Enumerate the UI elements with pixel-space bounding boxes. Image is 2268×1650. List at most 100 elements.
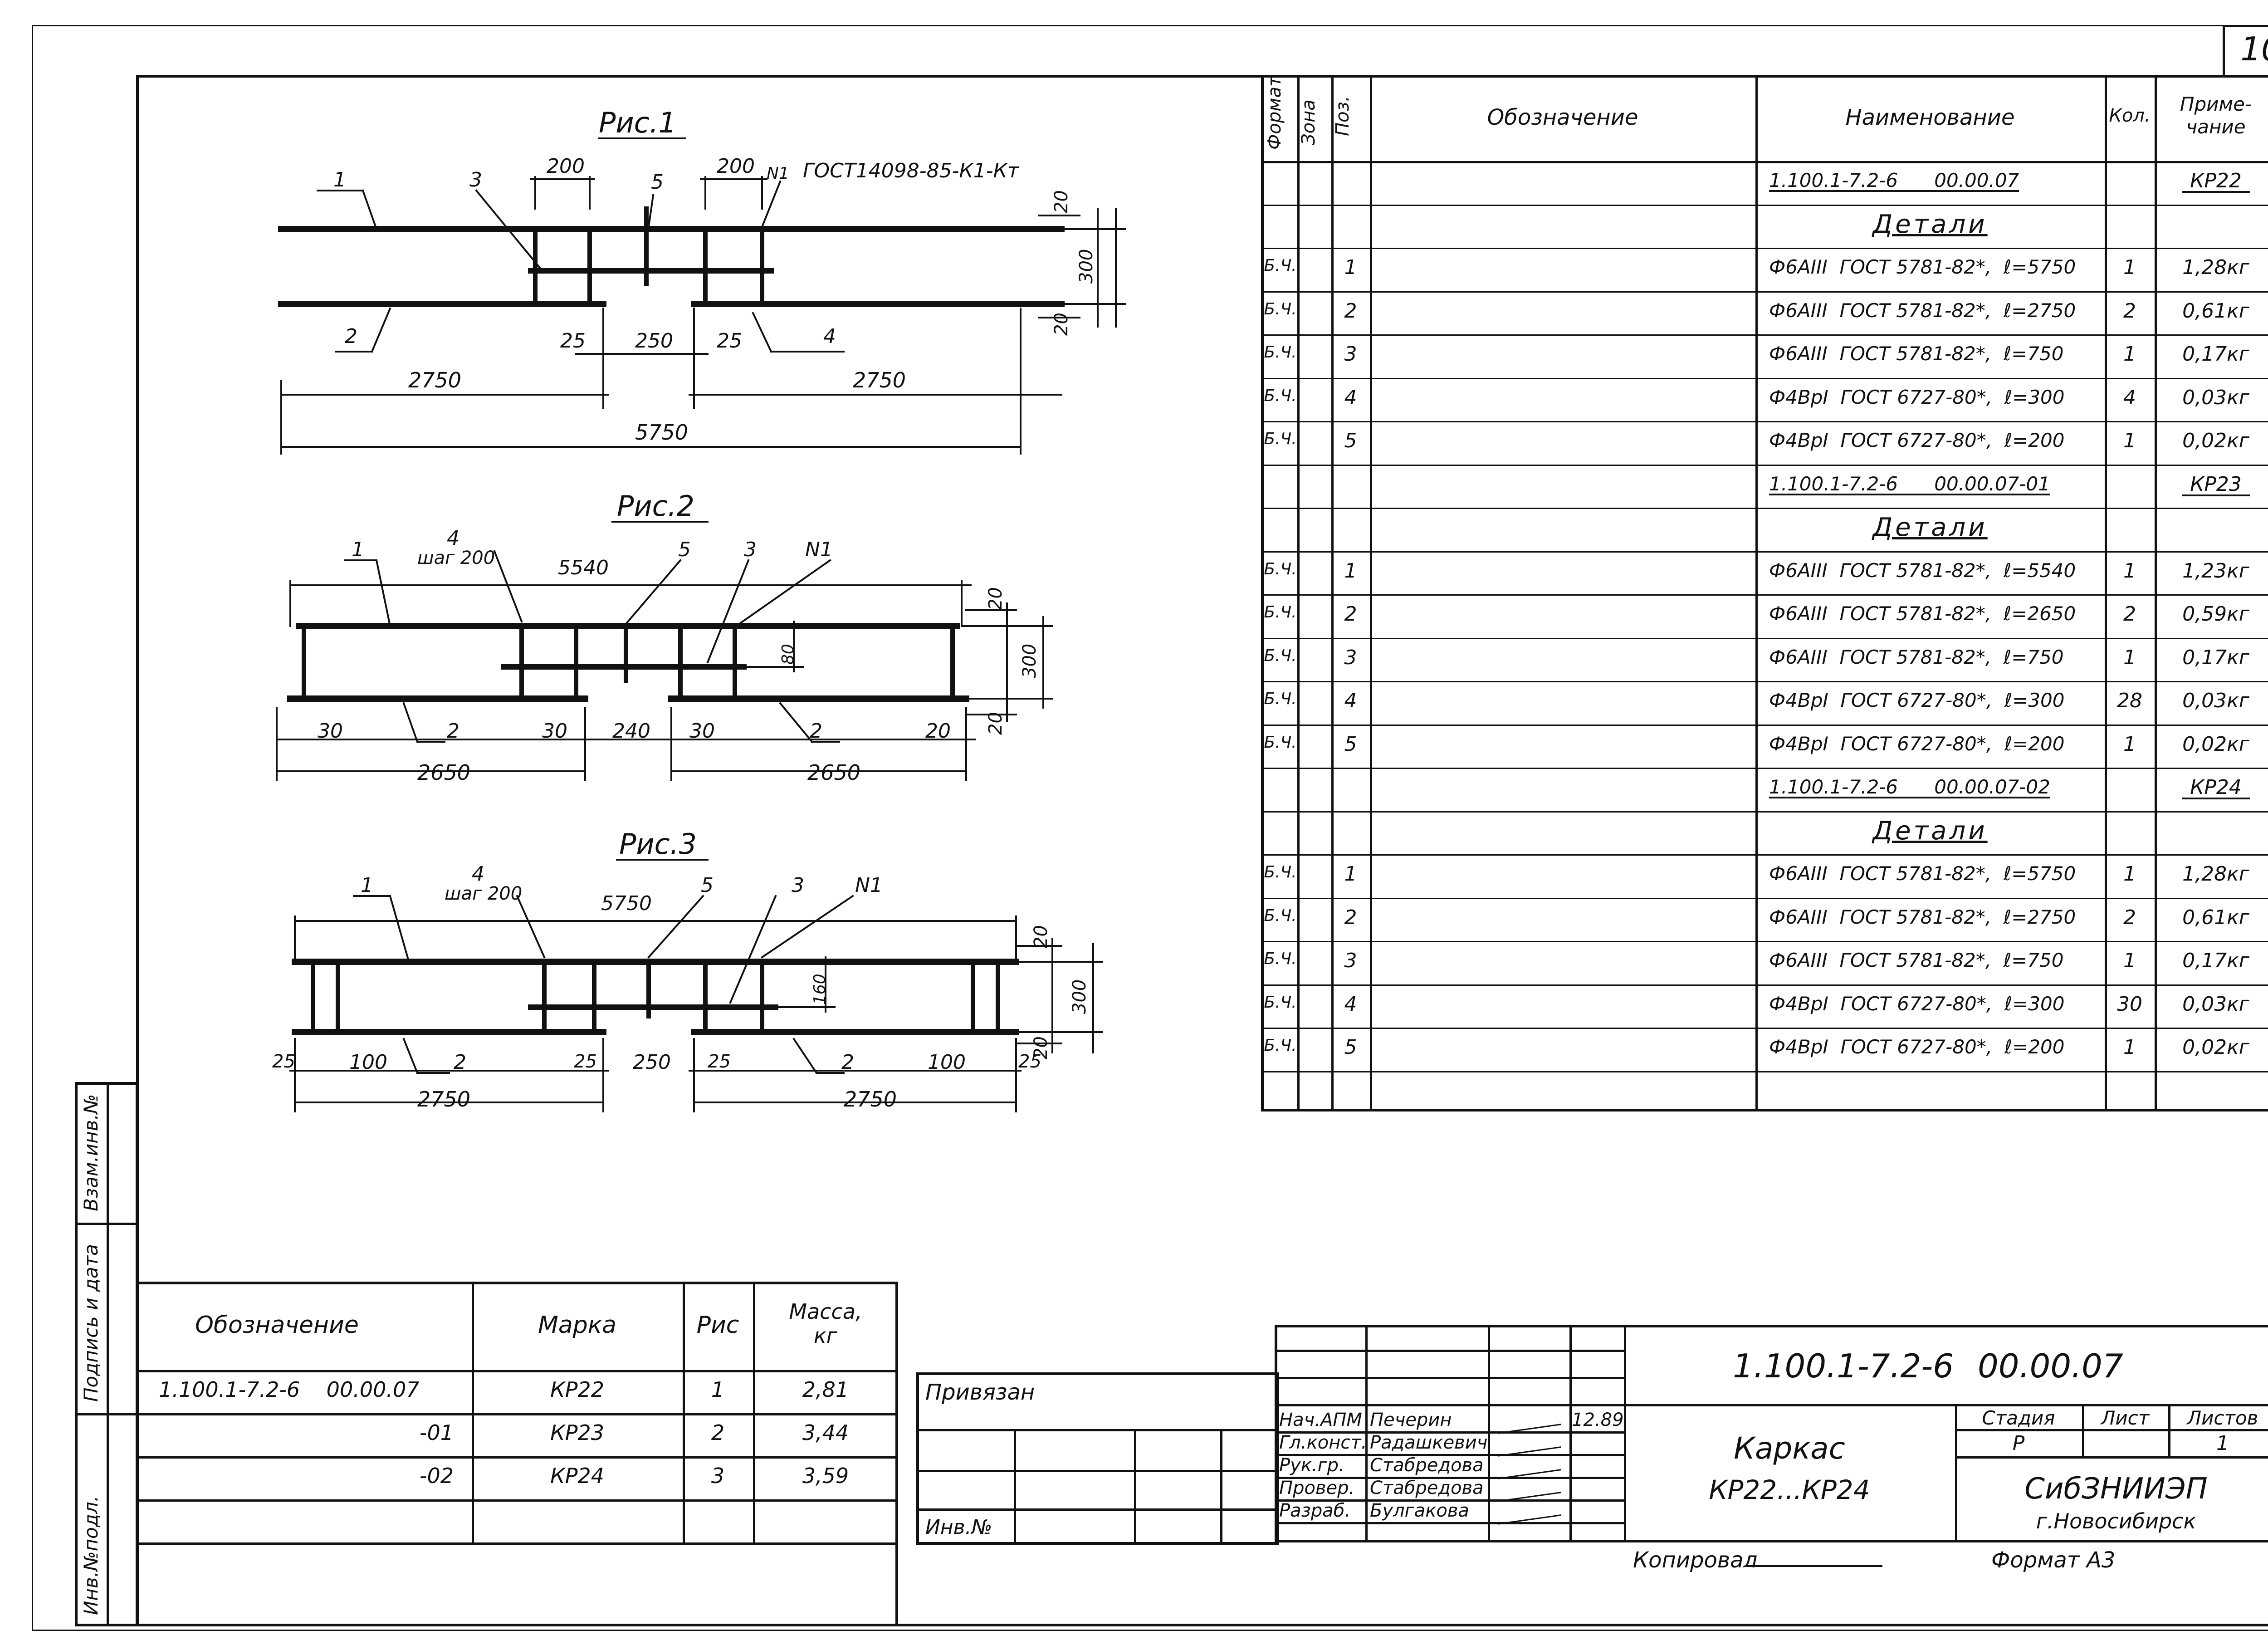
fig1-dim-200b: 200: [717, 155, 755, 178]
fig1-callout-5: 5: [651, 171, 664, 194]
fig1-len-total: 5750: [635, 420, 689, 445]
spec-row-name: Ф4ВрI ГОСТ 6727-80*, ℓ=200: [1769, 732, 2065, 755]
spec-row-pos: 4: [1344, 992, 1357, 1016]
title-role-name: Стабредова: [1370, 1455, 1484, 1476]
spec-row-qty: 1: [2123, 862, 2136, 886]
spec-row-qty: 2: [2123, 299, 2136, 323]
fig2-dim-30b: 30: [542, 720, 567, 743]
fig3-len-left: 2750: [417, 1087, 471, 1111]
spec-row-format: Б.Ч.: [1264, 906, 1297, 925]
spec-header-note: Приме- чание: [2180, 93, 2252, 138]
spec-row-name: Ф4ВрI ГОСТ 6727-80*, ℓ=200: [1769, 1036, 2065, 1058]
fig1-dim-25b: 25: [717, 329, 742, 353]
title-copied-label: Копировал: [1633, 1547, 1758, 1573]
spec-row-name: Ф4ВрI ГОСТ 6727-80*, ℓ=300: [1769, 386, 2065, 408]
fig3-callout-n1: N1: [855, 874, 883, 897]
spec-row-format: Б.Ч.: [1264, 430, 1297, 448]
fig2-callout-n1: N1: [805, 538, 833, 561]
fig1-callout-4: 4: [823, 325, 836, 348]
fig2-len-left: 2650: [417, 760, 471, 785]
spec-row-qty: 1: [2123, 646, 2136, 669]
spec-row-note: 0,17кг: [2182, 949, 2249, 972]
fig3-callout-4: 4: [472, 862, 484, 886]
mass-header-mass: Масса, кг: [789, 1299, 862, 1348]
spec-row-format: Б.Ч.: [1264, 993, 1297, 1012]
fig1-dim-25a: 25: [560, 329, 586, 353]
title-stage-label: Стадия: [1982, 1407, 2055, 1429]
fig2-dim-height: 300: [1019, 643, 1040, 678]
spec-row-section: Детали: [1872, 209, 1988, 239]
fig2-len-right: 2650: [807, 760, 861, 785]
spec-row-format: Б.Ч.: [1264, 559, 1297, 578]
fig2-dim-20: 20: [925, 720, 951, 743]
spec-row-name: Ф6АIII ГОСТ 5781-82*, ℓ=750: [1769, 343, 2064, 365]
spec-row-name: Ф6АIII ГОСТ 5781-82*, ℓ=2750: [1769, 906, 2076, 928]
mass-header-fig: Рис: [696, 1312, 739, 1339]
fig3-len-right: 2750: [844, 1087, 897, 1111]
side-stamp-replaced-inv: Взам.инв.№: [80, 1094, 102, 1211]
fig2-callout-2b: 2: [810, 720, 822, 743]
spec-row-pos: 2: [1344, 906, 1357, 929]
spec-row-format: Б.Ч.: [1264, 863, 1297, 881]
spec-row-format: Б.Ч.: [1264, 690, 1297, 708]
spec-row-pos: 4: [1344, 689, 1357, 712]
spec-row-note: 0,02кг: [2182, 1036, 2249, 1059]
spec-row-note: 0,61кг: [2182, 299, 2249, 323]
spec-row-qty: 1: [2123, 429, 2136, 452]
spec-row-note: 1,23кг: [2182, 559, 2249, 583]
spec-row-pos: 3: [1344, 646, 1357, 669]
spec-row-note: 0,17кг: [2182, 646, 2249, 669]
spec-row-qty: 28: [2117, 689, 2142, 712]
spec-row-note: 0,61кг: [2182, 906, 2249, 929]
spec-row-name: Ф6АIII ГОСТ 5781-82*, ℓ=750: [1769, 949, 2064, 971]
mass-row-mass: 3,59: [802, 1464, 849, 1488]
spec-row-pos: 3: [1344, 949, 1357, 972]
fig3-dim-top: 20: [1031, 925, 1051, 948]
spec-row-qty: 1: [2123, 1036, 2136, 1059]
title-role: Провер.: [1279, 1478, 1355, 1498]
mass-row-designation: -01: [419, 1420, 454, 1445]
spec-row-format: Б.Ч.: [1264, 646, 1297, 665]
fig3-dim-100b: 100: [928, 1051, 966, 1074]
fig3-drawing: [289, 859, 1103, 1112]
spec-row-format: Б.Ч.: [1264, 299, 1297, 318]
fig3-step: шаг 200: [445, 883, 523, 904]
mass-row-mark: КР22: [550, 1377, 604, 1402]
spec-row-note: 0,17кг: [2182, 343, 2249, 366]
outer-border: [32, 25, 2268, 1631]
spec-row-note: 1,28кг: [2182, 862, 2249, 886]
spec-header-qty: Кол.: [2109, 105, 2151, 126]
fig2-dim-240: 240: [612, 720, 650, 743]
fig1-callout-n1: N1: [767, 164, 789, 183]
fig2-callout-3: 3: [744, 538, 757, 561]
spec-header-pos: Поз.: [1332, 96, 1353, 136]
title-org-name: СибЗНИИЭП: [2024, 1472, 2208, 1506]
fig1-callout-3: 3: [469, 168, 482, 191]
fig1-len-left: 2750: [408, 368, 462, 392]
mass-row-mass: 3,44: [802, 1420, 849, 1445]
mass-row-designation: -02: [419, 1464, 454, 1488]
title-sheet-label: Лист: [2101, 1407, 2150, 1429]
fig3-dim-100a: 100: [349, 1051, 387, 1074]
signature-copied: [1746, 1547, 1882, 1567]
fig1-dim-top: 20: [1051, 190, 1072, 213]
spec-row-name: Ф6АIII ГОСТ 5781-82*, ℓ=2650: [1769, 602, 2076, 625]
title-role: Гл.конст.: [1279, 1432, 1367, 1453]
fig2-callout-5: 5: [678, 538, 691, 561]
spec-row-doc: 1.100.1-7.2-6 00.00.07-02: [1769, 776, 2050, 798]
spec-row-format: Б.Ч.: [1264, 733, 1297, 752]
spec-row-name: Ф4ВрI ГОСТ 6727-80*, ℓ=300: [1769, 689, 2065, 711]
spec-row-pos: 2: [1344, 602, 1357, 626]
side-stamp-orig-inv: Инв.№подл.: [80, 1495, 102, 1615]
spec-row-name: Ф4ВрI ГОСТ 6727-80*, ℓ=200: [1769, 429, 2065, 451]
mass-row-mark: КР24: [550, 1464, 604, 1488]
spec-row-name: Ф6АIII ГОСТ 5781-82*, ℓ=5540: [1769, 559, 2076, 582]
title-stage-value: Р: [2012, 1432, 2025, 1455]
fig1-title: Рис.1: [599, 106, 676, 139]
fig3-callout-2b: 2: [841, 1051, 854, 1074]
spec-row-note: КР22: [2182, 171, 2250, 193]
spec-row-name: Ф4ВрI ГОСТ 6727-80*, ℓ=300: [1769, 992, 2065, 1015]
spec-row-pos: 1: [1344, 559, 1357, 583]
mass-row-mark: КР23: [550, 1420, 604, 1445]
title-sheets-label: Листов: [2187, 1407, 2258, 1429]
